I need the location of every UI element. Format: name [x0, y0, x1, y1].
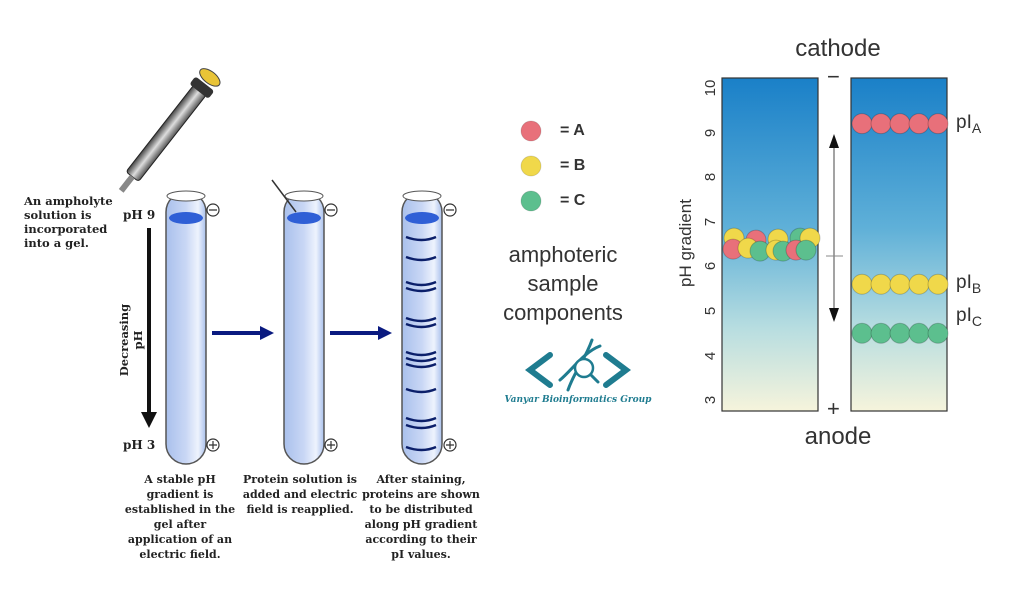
legend-title-line: sample [527, 271, 599, 296]
gel-tube-3-stained [401, 190, 443, 465]
protein-bead [908, 113, 930, 135]
legend-beads [520, 120, 542, 212]
protein-bead [889, 113, 911, 135]
protein-bead [851, 273, 873, 295]
caption-step-3: After staining, proteins are shown to be… [362, 473, 480, 561]
legend-title-line: amphoteric [508, 242, 618, 267]
protein-bead [795, 239, 817, 261]
pi-label-b: pIB [956, 272, 981, 299]
ph-tick-label: 10 [702, 79, 719, 97]
protein-bead [927, 113, 949, 135]
pi-subscript: A [971, 119, 982, 136]
protein-bead [851, 322, 873, 344]
process-arrows [212, 326, 392, 340]
electrode-signs [206, 203, 457, 452]
ph-bottom-label: pH 3 [123, 438, 156, 452]
vanyar-logo [525, 338, 631, 392]
ph-tick-label: 5 [702, 306, 719, 316]
plus-sign: + [827, 396, 840, 421]
pi-text: pI [956, 111, 972, 133]
protein-bead [908, 273, 930, 295]
gel-tube-2 [283, 190, 325, 465]
migration-arrow [826, 134, 843, 322]
anode-label: anode [804, 423, 872, 450]
pipette-icon [118, 68, 297, 213]
intro-text: An ampholyte solution is incorporated in… [24, 194, 113, 250]
decreasing-ph-arrow [141, 228, 157, 428]
decreasing-ph-label: Decreasing pH [117, 303, 145, 377]
pi-text: pI [956, 305, 972, 327]
logo-text: Vanyar Bioinformatics Group [504, 395, 652, 405]
ph-tick-label: 9 [702, 128, 719, 137]
protein-bead [889, 273, 911, 295]
legend-label-c: = C [560, 192, 586, 209]
ph-tick-label: 3 [702, 396, 719, 405]
ph-tick-label: 8 [702, 173, 719, 182]
pi-subscript: C [971, 313, 982, 330]
legend-label-b: = B [560, 157, 586, 174]
protein-bead [908, 322, 930, 344]
pi-subscript: B [971, 280, 982, 297]
ph-tick-label: 7 [702, 217, 719, 226]
gel-tube-1 [165, 190, 207, 465]
protein-beads [722, 113, 949, 344]
protein-bead [927, 322, 949, 344]
caption-step-1: A stable pH gradient is established in t… [124, 473, 236, 561]
ph-tick-label: 6 [702, 262, 719, 271]
protein-bead [870, 273, 892, 295]
caption-step-2: Protein solution is added and electric f… [242, 473, 358, 516]
protein-bead [889, 322, 911, 344]
legend-title: amphoteric sample components [478, 240, 648, 327]
ph-gradient-axis-label: pH gradient [676, 199, 695, 287]
ph-tick-label: 4 [702, 351, 719, 360]
legend-label-a: = A [560, 122, 585, 139]
ph-top-label: pH 9 [123, 208, 156, 222]
legend-title-line: components [503, 300, 623, 325]
minus-sign: − [827, 64, 840, 89]
pi-label-c: pIC [956, 305, 982, 332]
protein-bead [851, 113, 873, 135]
protein-bead [870, 113, 892, 135]
cathode-label: cathode [795, 35, 881, 62]
pi-label-a: pIA [956, 112, 981, 139]
pi-text: pI [956, 272, 972, 294]
protein-bead [870, 322, 892, 344]
protein-bead [927, 273, 949, 295]
